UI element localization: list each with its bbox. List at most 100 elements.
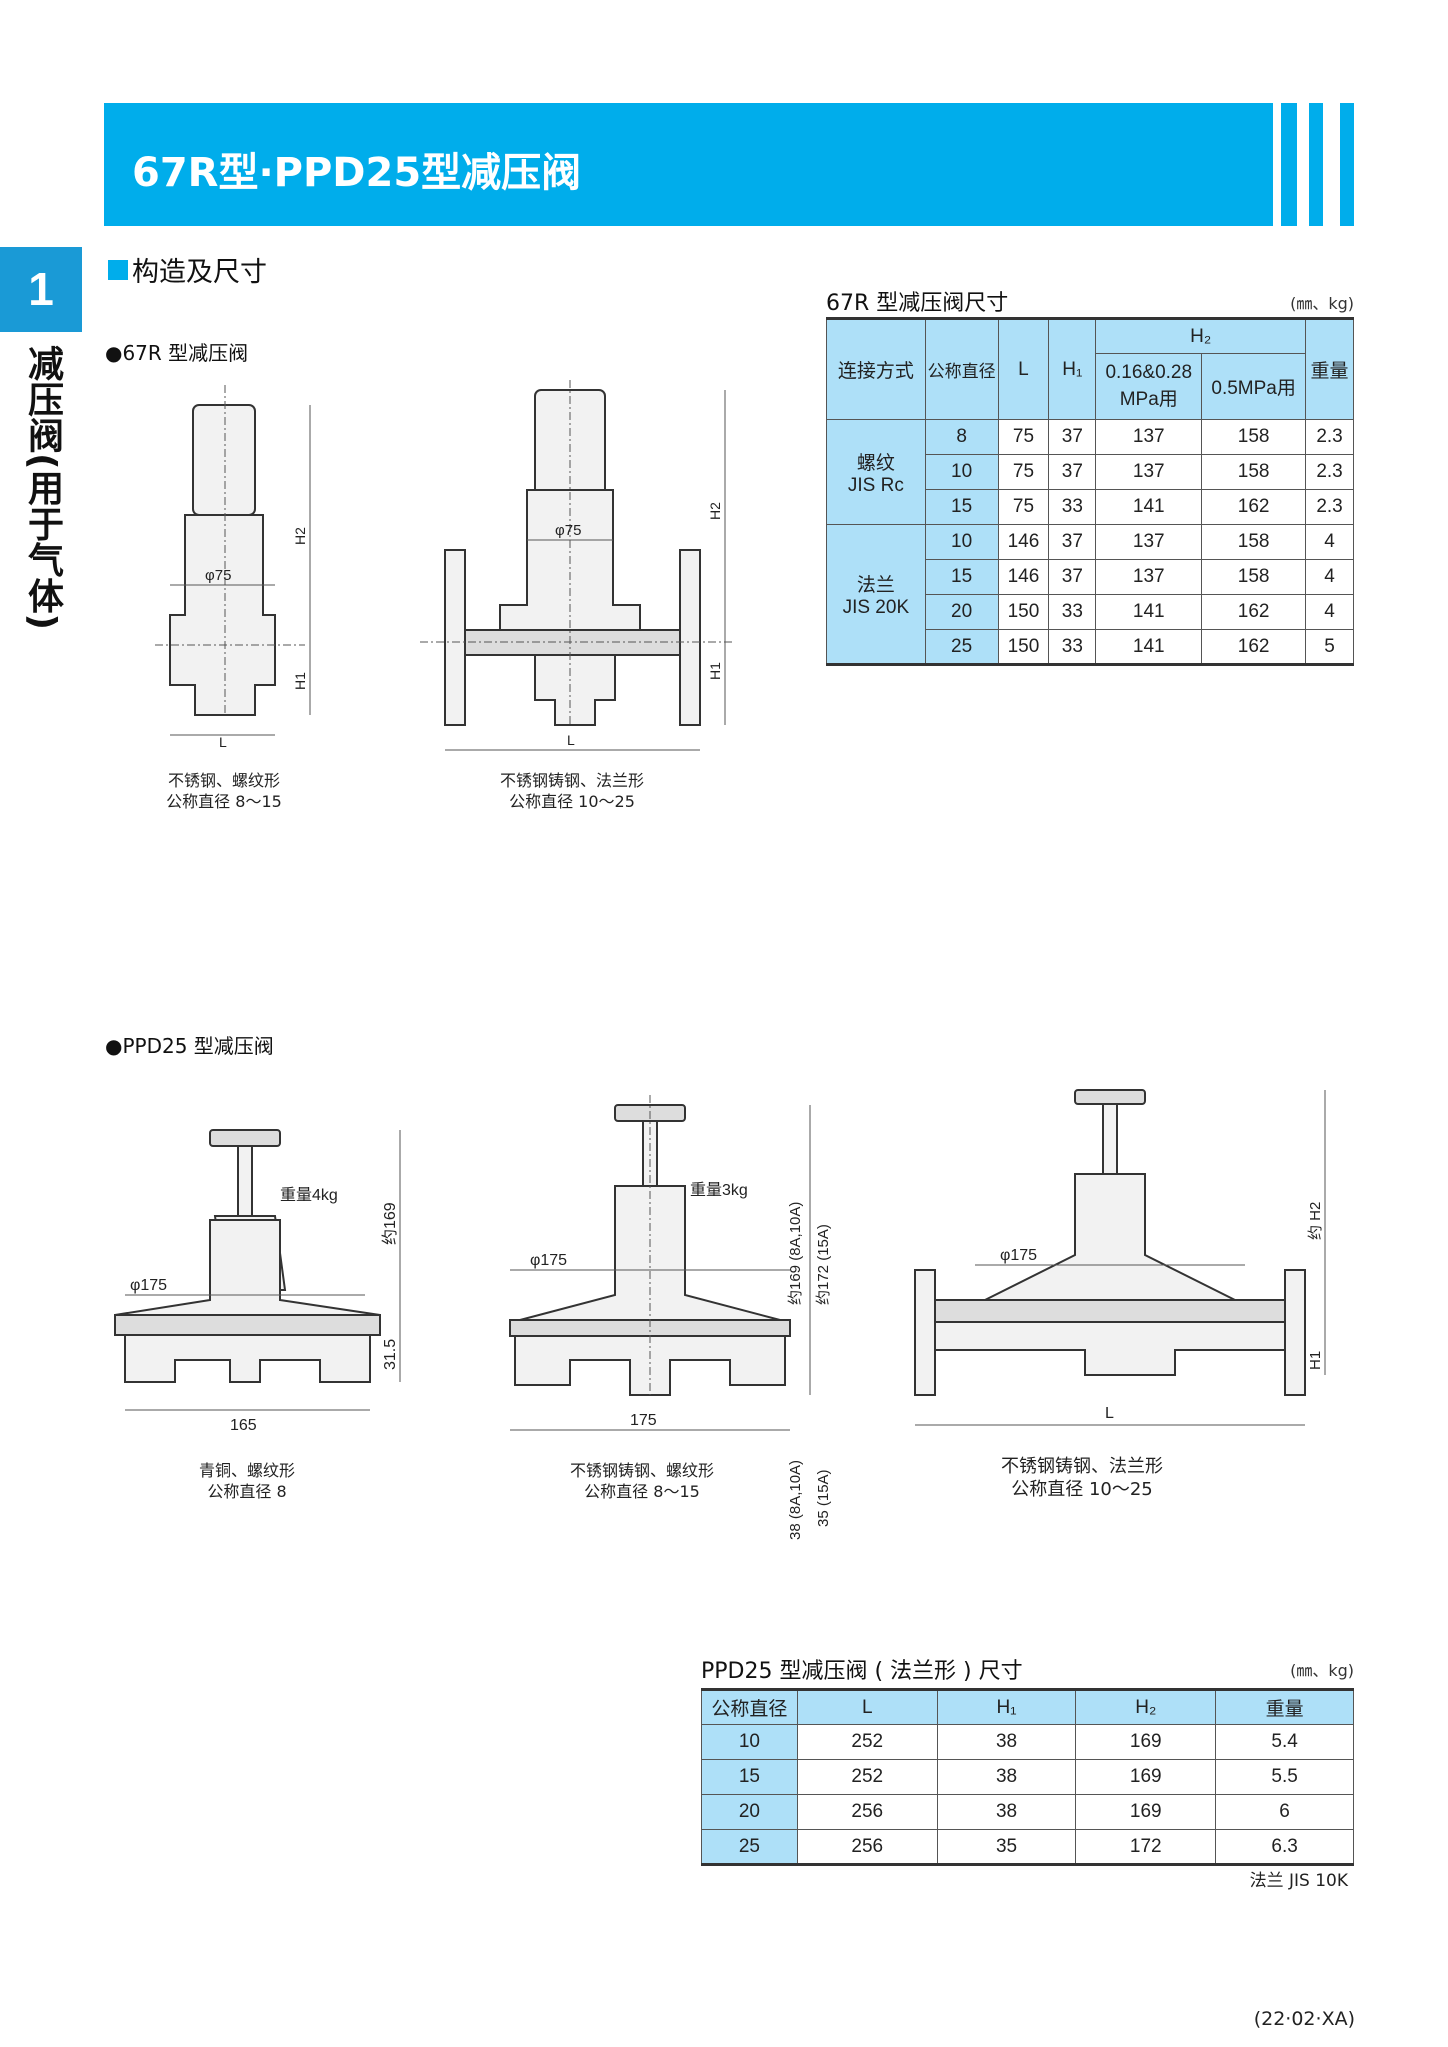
height-label-a: 约169 (8A,10A)	[787, 1202, 804, 1305]
table-cell: 256	[796, 1794, 938, 1830]
l-label: L	[219, 734, 227, 750]
caption-line: 不锈钢、螺纹形	[167, 771, 281, 790]
caption-67r-threaded: 不锈钢、螺纹形公称直径 8～15	[166, 770, 282, 812]
table-header-cell: 重量	[1215, 1689, 1354, 1725]
table-cell: 2.3	[1305, 419, 1354, 455]
table-cell: 35	[936, 1829, 1077, 1865]
table-cell: 4	[1305, 594, 1354, 630]
table-cell: 158	[1201, 524, 1307, 560]
diameter-label: φ175	[130, 1277, 167, 1294]
table-67r-title: 67R 型减压阀尺寸	[826, 291, 1009, 316]
table-cell: 150	[997, 594, 1050, 630]
table-cell: 158	[1201, 559, 1307, 595]
page-title: 67R型·PPD25型减压阀	[132, 150, 582, 196]
caption-ppd25-flanged: 不锈钢铸钢、法兰形公称直径 10～25	[1001, 1455, 1163, 1501]
header-nominal: 公称直径	[924, 318, 999, 420]
h2-label: H2	[707, 502, 723, 520]
table-cell: 146	[997, 559, 1050, 595]
table-cell: 252	[796, 1724, 938, 1760]
table-ppd25-unit: (㎜、kg)	[1290, 1661, 1354, 1680]
valve-ppd25-bronze-drawing: 重量4kg φ175 约169 31.5 165	[114, 1129, 401, 1434]
valve-67r-threaded-drawing: φ75 H2 H1 L	[155, 385, 311, 750]
table-cell: 10	[924, 454, 999, 490]
table-ppd25-note: 法兰 JIS 10K	[1249, 1871, 1348, 1891]
table-header-cell: H₁	[936, 1689, 1077, 1725]
table-cell: 169	[1075, 1759, 1217, 1795]
valve-ppd25-threaded-drawing: 重量3kg φ175 约169 (8A,10A) 约172 (15A) 175 …	[509, 1095, 832, 1540]
table-cell: 37	[1048, 524, 1097, 560]
height-label: 约169	[381, 1202, 399, 1245]
caption-line: 公称直径 8	[207, 1482, 287, 1501]
subsection-67r: ●67R 型减压阀	[105, 341, 249, 365]
chapter-tab: 1	[0, 247, 82, 332]
table-cell: 158	[1201, 419, 1307, 455]
caption-line: 不锈钢铸钢、法兰形	[1001, 1456, 1163, 1477]
caption-67r-flanged: 不锈钢铸钢、法兰形公称直径 10～25	[500, 770, 644, 812]
table-cell: 20	[924, 594, 999, 630]
title-band	[104, 103, 1273, 226]
caption-line: 不锈钢铸钢、法兰形	[499, 771, 645, 790]
table-cell: 137	[1095, 559, 1203, 595]
table-header-cell: L	[796, 1689, 938, 1725]
h1-label: H1	[707, 662, 723, 680]
table-cell: 37	[1048, 419, 1097, 455]
subsection-ppd25: ●PPD25 型减压阀	[105, 1034, 274, 1058]
table-ppd25-title: PPD25 型减压阀 ( 法兰形 ) 尺寸	[701, 1659, 1023, 1684]
height-label-b: 约172 (15A)	[815, 1224, 832, 1305]
header-connection: 连接方式	[826, 318, 926, 420]
l-label: L	[567, 732, 575, 748]
table-cell: 162	[1201, 489, 1307, 525]
table-cell: 33	[1048, 629, 1097, 665]
caption-line: 公称直径 8～15	[584, 1482, 700, 1501]
square-bullet-icon	[108, 259, 128, 280]
table-cell: 5	[1305, 629, 1354, 665]
caption-ppd25-threaded: 不锈钢铸钢、螺纹形公称直径 8～15	[570, 1460, 714, 1502]
table-cell: 37	[1048, 559, 1097, 595]
table-cell: 137	[1095, 454, 1203, 490]
table-cell: 38	[936, 1794, 1077, 1830]
table-cell: 256	[796, 1829, 938, 1865]
connection-type-label: 法兰	[856, 574, 895, 596]
table-cell: 25	[924, 629, 999, 665]
table-cell: 4	[1305, 559, 1354, 595]
table-cell: 10	[924, 524, 999, 560]
table-cell: 75	[997, 489, 1050, 525]
caption-line: 公称直径 10～25	[509, 792, 635, 811]
table-cell: 137	[1095, 419, 1203, 455]
table-cell: 5.5	[1215, 1759, 1354, 1795]
table-cell: 37	[1048, 454, 1097, 490]
table-cell: 141	[1095, 594, 1203, 630]
table-cell: 25	[701, 1829, 798, 1865]
table-cell: 10	[701, 1724, 798, 1760]
title-stripe	[1281, 103, 1297, 226]
table-cell: 15	[924, 489, 999, 525]
table-67r-unit: (㎜、kg)	[1290, 294, 1354, 313]
caption-line: 公称直径 8～15	[166, 792, 282, 811]
h2-label: 约 H2	[1307, 1202, 1324, 1240]
table-cell: 150	[997, 629, 1050, 665]
caption-line: 青铜、螺纹形	[198, 1461, 296, 1480]
diameter-label: φ75	[555, 522, 581, 539]
connection-type-label: JIS 20K	[842, 596, 910, 618]
table-cell: 33	[1048, 489, 1097, 525]
table-cell: 33	[1048, 594, 1097, 630]
h2-label: H2	[292, 527, 308, 545]
caption-line: 公称直径 10～25	[1011, 1479, 1153, 1500]
table-cell: 162	[1201, 629, 1307, 665]
weight-label: 重量3kg	[690, 1181, 748, 1199]
table-cell: 252	[796, 1759, 938, 1795]
page-code: (22·02·XA)	[1253, 2008, 1355, 2030]
table-cell: 6	[1215, 1794, 1354, 1830]
h1-label-b: 35 (15A)	[815, 1469, 832, 1527]
caption-ppd25-bronze: 青铜、螺纹形公称直径 8	[199, 1460, 295, 1502]
